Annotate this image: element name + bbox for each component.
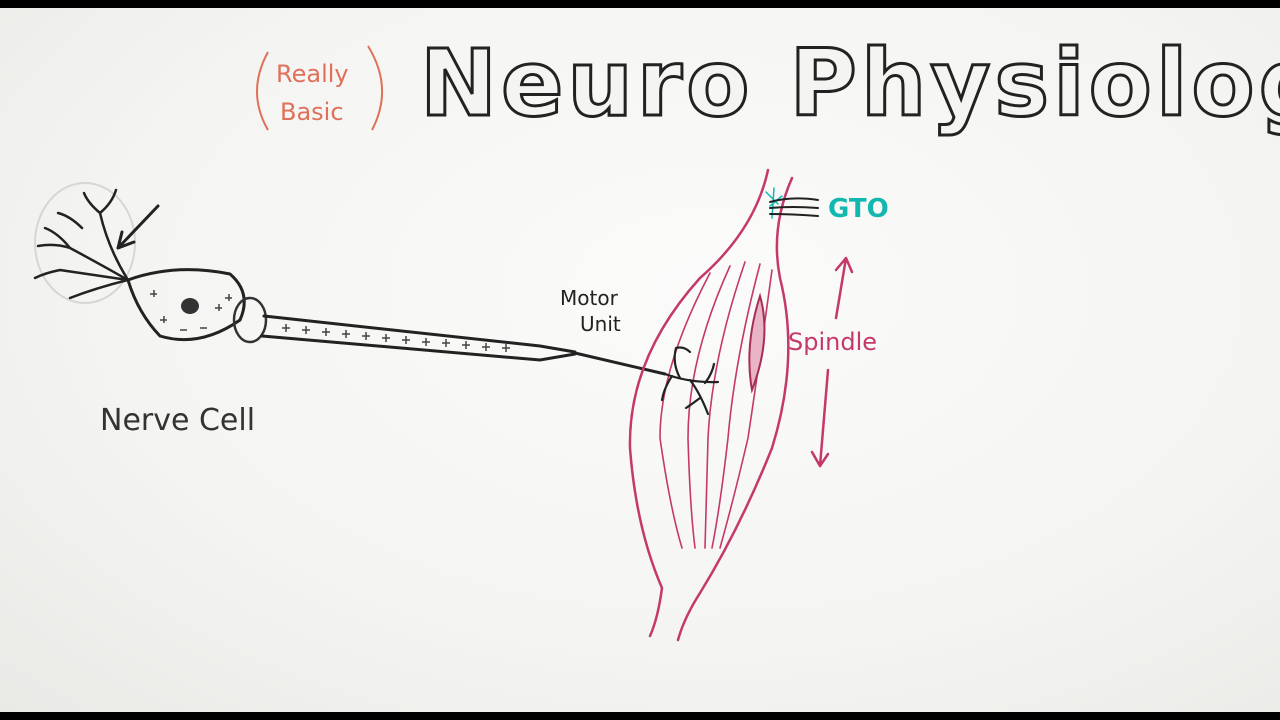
axon-charges (150, 290, 510, 352)
label-spindle: Spindle (788, 328, 878, 356)
label-motor-unit-line1: Motor (560, 286, 618, 310)
page-title: Neuro Physiology (418, 30, 1280, 137)
gto-receptor (765, 187, 819, 219)
label-nerve-cell: Nerve Cell (100, 403, 256, 438)
diagram-drawing (33, 45, 854, 642)
title-prefix-line2: Basic (280, 98, 344, 126)
spindle-arrow-up (834, 256, 854, 320)
title-paren-right (367, 45, 383, 131)
muscle-fibers (659, 261, 773, 549)
label-motor-unit-line2: Unit (580, 312, 621, 336)
muscle-outline (628, 168, 794, 642)
dendrite-arrow (116, 204, 160, 250)
axon-hillock (232, 296, 268, 344)
dendrites (33, 188, 130, 300)
spindle-arrow-down (810, 368, 830, 468)
whiteboard: Really Basic Neuro Physiology Nerve Cell… (0, 8, 1280, 712)
axon (260, 314, 667, 376)
muscle-spindle (748, 292, 766, 394)
nucleus (181, 298, 199, 314)
title-prefix-line1: Really (276, 60, 349, 88)
cell-body (126, 268, 246, 342)
label-gto: GTO (828, 194, 889, 224)
motor-end-plate (660, 346, 720, 416)
title-paren-left (256, 51, 269, 131)
